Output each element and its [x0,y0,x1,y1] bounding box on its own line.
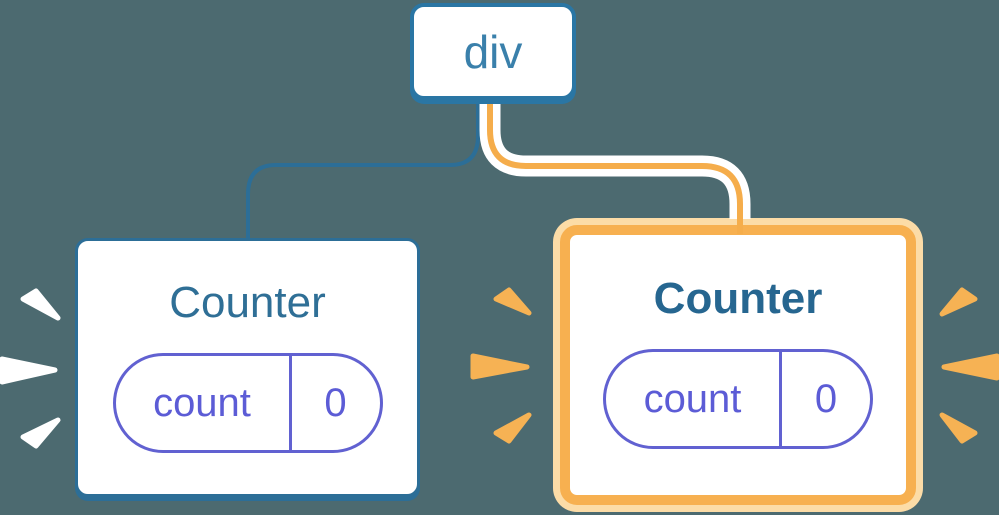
burst-mark [493,412,532,444]
tree-connector-left [246,90,480,240]
state-value: 0 [814,376,838,421]
burst-mark [0,356,58,385]
state-pill: count 0 [603,349,873,449]
burst-mark [939,412,978,444]
state-key: count [153,380,251,425]
burst-marks-right-counter-left [470,287,532,444]
burst-mark [470,353,530,380]
counter-title: Counter [169,278,326,327]
state-key: count [643,376,742,421]
burst-mark [20,417,61,449]
tree-connector-right-highlighted [479,90,751,234]
counter-card-right-highlight: Counter count 0 [553,218,923,512]
state-pill: count 0 [112,353,383,453]
root-node-label: div [463,25,523,78]
root-node: div [410,3,576,100]
state-value: 0 [324,380,347,425]
counter-title: Counter [653,274,823,323]
counter-card-right: Counter count 0 [560,225,916,505]
burst-mark [941,353,999,381]
burst-marks-right-counter-right [939,287,999,444]
burst-mark [939,287,978,317]
burst-marks-left-counter [0,288,61,449]
counter-card-left: Counter count 0 [75,238,420,497]
burst-mark [493,287,532,316]
burst-mark [20,288,61,321]
